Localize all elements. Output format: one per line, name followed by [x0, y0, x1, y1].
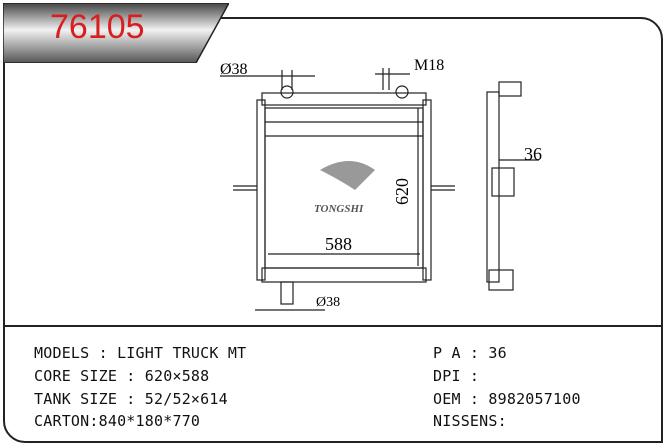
bottom-tank	[261, 267, 427, 283]
logo-text: TONGSHI	[314, 203, 364, 215]
dim-outlet: Ø38	[316, 295, 340, 310]
spec-tank-size: TANK SIZE : 52/52×614	[34, 390, 228, 408]
spec-core-size: CORE SIZE : 620×588	[34, 367, 210, 385]
radiator-drawing: Ø38 M18 588 620 Ø38 36 TONGSHI	[220, 57, 542, 311]
frame	[3, 17, 663, 443]
spec-carton: CARTON:840*180*770	[34, 412, 201, 430]
logo-mark	[320, 161, 375, 190]
dim-drain: M18	[414, 57, 444, 74]
part-number: 76105	[50, 8, 145, 46]
right-rail	[422, 99, 432, 281]
dim-width: 588	[325, 234, 352, 254]
dim-inlet: Ø38	[220, 61, 248, 78]
spec-models: MODELS : LIGHT TRUCK MT	[34, 344, 247, 362]
top-tank	[261, 92, 427, 106]
spec-oem: OEM : 8982057100	[433, 390, 581, 408]
dim-thickness: 36	[524, 144, 542, 164]
filler-cap	[395, 85, 409, 99]
outlet-pipe	[280, 281, 294, 305]
spec-nissens: NISSENS:	[433, 412, 507, 430]
divider	[3, 325, 663, 327]
dim-height: 620	[392, 178, 412, 205]
spec-dpi: DPI :	[433, 367, 480, 385]
left-rail	[256, 99, 266, 281]
inlet-pipe	[280, 85, 294, 99]
title-banner	[3, 3, 229, 63]
spec-pa: P A : 36	[433, 344, 507, 362]
side-view	[486, 91, 500, 283]
